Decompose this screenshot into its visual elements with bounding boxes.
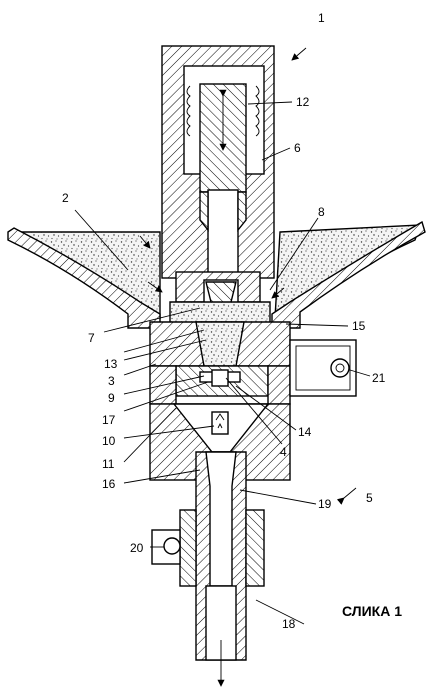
label-21: 21 xyxy=(372,371,386,385)
hopper-wall-left xyxy=(7,227,161,329)
label-15: 15 xyxy=(352,319,366,333)
leader-lines xyxy=(74,47,371,625)
figure-caption: СЛИКА 1 xyxy=(342,603,402,619)
label-11: 11 xyxy=(102,457,115,471)
actuator-housing xyxy=(161,45,275,279)
label-5: 5 xyxy=(366,491,373,505)
spring xyxy=(186,85,260,137)
label-19: 19 xyxy=(318,497,332,511)
label-9: 9 xyxy=(108,391,115,405)
valve-stem xyxy=(207,189,239,277)
label-12: 12 xyxy=(296,95,310,109)
label-6: 6 xyxy=(294,141,301,155)
label-2: 2 xyxy=(62,191,69,205)
label-4: 4 xyxy=(280,445,287,459)
hopper xyxy=(7,220,426,329)
label-20: 20 xyxy=(130,541,144,555)
flow-arrows xyxy=(139,235,285,299)
label-17: 17 xyxy=(102,413,116,427)
label-3: 3 xyxy=(108,374,115,388)
main-body xyxy=(149,321,291,405)
reference-numerals: 1 2 3 4 5 6 7 8 9 10 11 12 13 14 15 16 1… xyxy=(62,11,386,631)
label-16: 16 xyxy=(102,477,116,491)
outlet-pipe xyxy=(151,451,265,687)
label-1: 1 xyxy=(318,11,325,25)
side-port xyxy=(289,339,357,397)
label-8: 8 xyxy=(318,205,325,219)
label-14: 14 xyxy=(298,425,312,439)
label-10: 10 xyxy=(102,434,116,448)
label-13: 13 xyxy=(104,357,118,371)
label-18: 18 xyxy=(282,617,296,631)
label-7: 7 xyxy=(88,331,95,345)
